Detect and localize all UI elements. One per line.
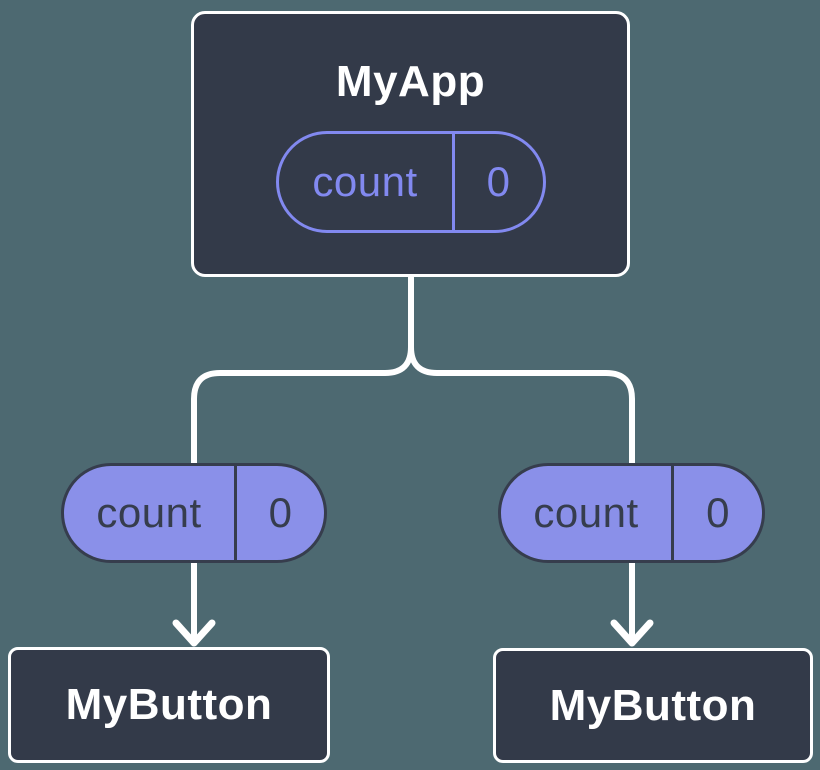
prop-divider (671, 466, 674, 560)
node-mybutton-right: MyButton (493, 648, 813, 763)
prop-pill-child-right: count 0 (498, 463, 765, 563)
connector-branch-right (408, 275, 635, 643)
arrowhead-down-left-icon (172, 619, 216, 647)
prop-pill-child-left: count 0 (61, 463, 327, 563)
prop-pill-root: count 0 (275, 131, 546, 233)
prop-name: count (533, 489, 639, 536)
prop-divider (451, 134, 455, 230)
prop-value: 0 (268, 489, 293, 536)
prop-value: 0 (706, 489, 730, 536)
prop-name: count (96, 489, 202, 536)
node-mybutton-right-label: MyButton (549, 680, 757, 730)
prop-value: 0 (486, 158, 511, 205)
node-mybutton-left-label: MyButton (65, 680, 273, 729)
node-mybutton-left: MyButton (8, 647, 330, 763)
connector-branch-left (191, 275, 414, 643)
prop-name: count (312, 158, 418, 205)
node-myapp-label: MyApp (335, 57, 486, 106)
prop-divider (234, 466, 237, 560)
node-myapp: MyApp count 0 (191, 11, 630, 277)
arrowhead-down-right-icon (610, 619, 654, 647)
